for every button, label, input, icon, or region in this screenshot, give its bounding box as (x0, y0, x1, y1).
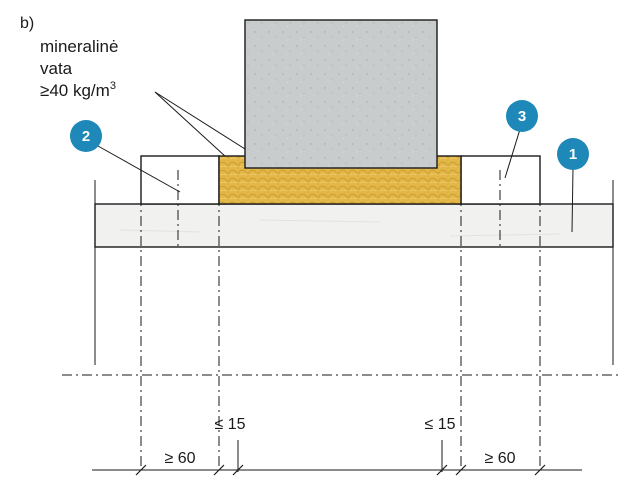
dimension-right-gap: ≤ 15 (424, 416, 455, 433)
material-label-line1: mineralinė (40, 37, 118, 56)
material-label-line2: vata (40, 59, 73, 78)
dimension-right-width: ≥ 60 (484, 450, 515, 467)
badge-1: 1 (557, 138, 589, 170)
leader-line-badge-1 (571, 167, 574, 233)
badge-1-number: 1 (569, 146, 577, 163)
dimension-left-width: ≥ 60 (164, 450, 195, 467)
material-label-line3: ≥40 kg/m3 (40, 80, 116, 100)
left-insulation-strip (140, 155, 220, 205)
leader-line-badge-3 (504, 125, 522, 179)
panel-label: b) (20, 15, 34, 32)
floor-slab (94, 203, 614, 248)
slab-texture (119, 219, 561, 237)
badge-2: 2 (70, 120, 102, 152)
dimension-left-gap: ≤ 15 (214, 416, 245, 433)
badge-3: 3 (506, 100, 538, 132)
leader-line-badge-2 (97, 145, 181, 193)
concrete-column (244, 19, 438, 169)
badge-3-number: 3 (518, 108, 526, 125)
badge-2-number: 2 (82, 128, 90, 145)
